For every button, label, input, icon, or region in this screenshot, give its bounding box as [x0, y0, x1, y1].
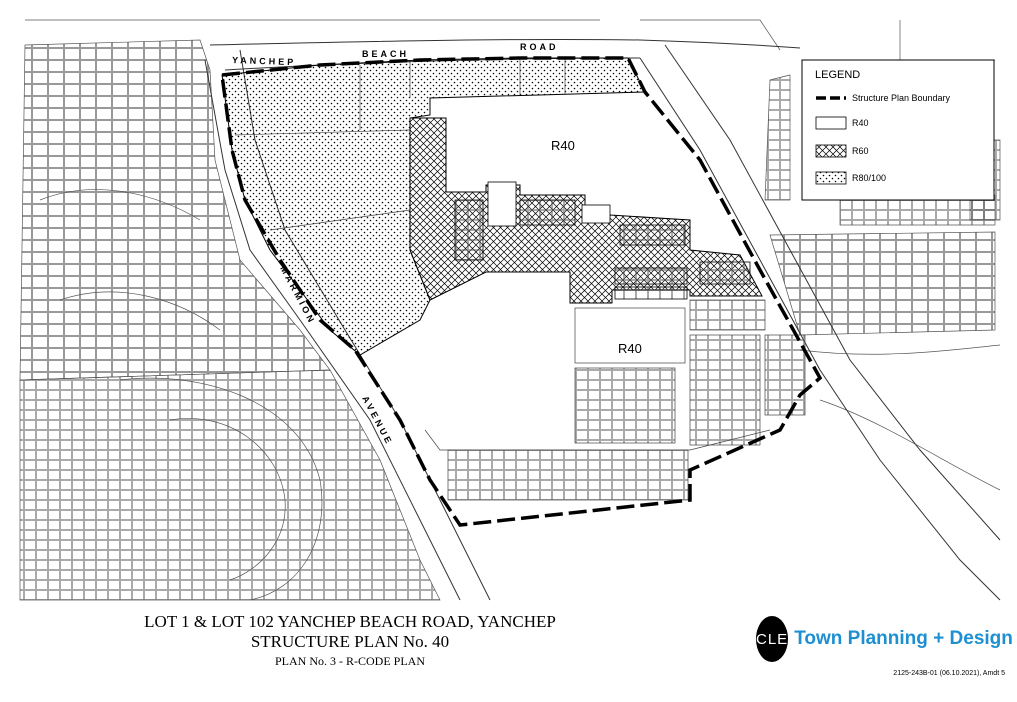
legend-symbol-r40	[815, 116, 847, 130]
zone-label-r40-south: R40	[618, 341, 642, 356]
road-label-road: ROAD	[520, 42, 559, 52]
eastern-road	[639, 57, 1001, 601]
surrounding-lots-west	[19, 39, 441, 601]
road-label-beach: BEACH	[362, 49, 409, 59]
legend-label-r40: R40	[852, 118, 869, 128]
legend-title: LEGEND	[815, 69, 860, 81]
eastern-road-edge	[664, 44, 1001, 541]
structure-plan-map: YANCHEP BEACH ROAD MARMION AVENUE R40 R4…	[19, 19, 1001, 601]
company-logo: CLE Town Planning + Design	[756, 612, 1013, 666]
plan-number: PLAN No. 3 - R-CODE PLAN	[275, 654, 425, 668]
legend: LEGEND Structure Plan Boundary R40 R60 R…	[801, 59, 995, 201]
logo-text: Town Planning + Design	[794, 628, 1013, 649]
legend-label-boundary: Structure Plan Boundary	[852, 93, 951, 103]
legend-symbol-r60	[815, 144, 847, 158]
title-block: LOT 1 & LOT 102 YANCHEP BEACH ROAD, YANC…	[0, 612, 700, 670]
plan-title: LOT 1 & LOT 102 YANCHEP BEACH ROAD, YANC…	[144, 612, 556, 631]
r80-lot-lines	[234, 58, 566, 231]
structure-plan-boundary	[220, 56, 823, 527]
r60-building-footprints	[454, 181, 751, 300]
logo-mark: CLE	[756, 616, 789, 662]
drawing-reference: 2125-243B-01 (06.10.2021), Amdt 5	[893, 670, 1005, 677]
legend-label-r80-100: R80/100	[852, 173, 886, 183]
legend-label-r60: R60	[852, 146, 869, 156]
road-label-yanchep: YANCHEP	[232, 55, 296, 67]
zone-label-r40-north: R40	[551, 138, 575, 153]
r40-south-lots	[424, 299, 806, 501]
legend-symbol-r80-100	[815, 171, 847, 185]
plan-subtitle: STRUCTURE PLAN No. 40	[250, 632, 450, 651]
